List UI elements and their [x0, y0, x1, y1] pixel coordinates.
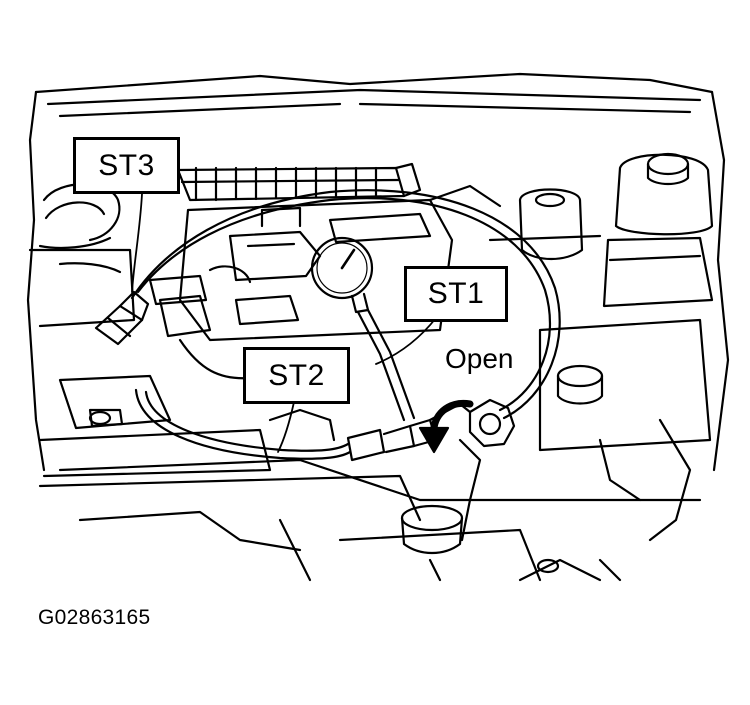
st1-gauge — [310, 236, 416, 422]
brake-reservoir — [488, 188, 602, 260]
st3-label: ST3 — [73, 137, 180, 194]
st1-label: ST1 — [404, 266, 508, 322]
figure-code: G02863165 — [38, 606, 151, 629]
coolant-reservoir — [602, 152, 714, 308]
fluid-cap-right — [538, 318, 712, 542]
st2-hose — [134, 388, 438, 462]
open-direction-arrow — [418, 399, 474, 454]
hood-outline — [26, 72, 730, 472]
left-fitting — [94, 290, 150, 346]
leader-lines — [131, 193, 437, 453]
air-intake-pipe — [28, 183, 136, 328]
valve-knob — [428, 398, 516, 542]
st3-hose — [130, 189, 561, 420]
bottom-cap — [88, 410, 602, 582]
open-label: Open — [442, 343, 517, 375]
st2-label: ST2 — [243, 347, 350, 404]
lower-manifold — [38, 338, 702, 582]
engine-block — [148, 184, 502, 342]
intake-plate — [176, 162, 422, 202]
